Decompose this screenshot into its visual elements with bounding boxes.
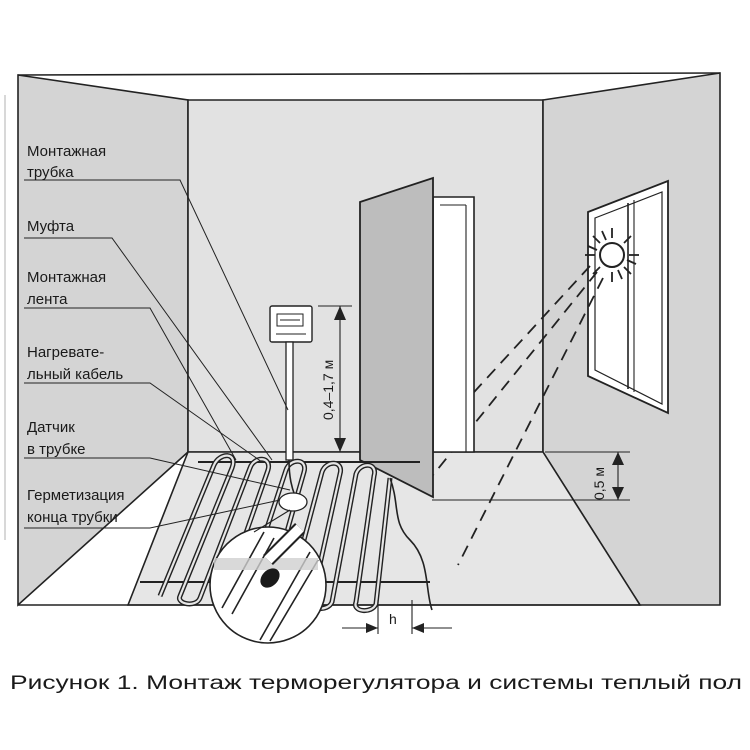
magnifier [209,509,327,644]
mounting-tube [285,341,294,461]
dimension-cable-spacing: h [342,600,452,634]
dimension-window-offset-text: 0,5 м [591,467,607,500]
sealed-tube-end [260,568,280,588]
dimension-thermostat-height: 0,4–1,7 м [318,305,352,453]
door [359,176,475,499]
label-sensor-1: Датчик [27,419,75,436]
sun-rays [429,265,604,566]
dimension-thermostat-height-text: 0,4–1,7 м [320,360,336,420]
label-sealing-1: Герметизация [27,487,125,504]
tube-end [278,492,308,512]
label-heating-cable-2: льный кабель [27,366,123,383]
label-mounting-tube-1: Монтажная [27,143,106,160]
dimension-cable-spacing-text: h [389,611,397,627]
label-mounting-tube-2: трубка [27,164,74,181]
label-sensor-2: в трубке [27,441,86,458]
sun-icon [585,228,639,282]
label-sealing-2: конца трубки [27,509,118,526]
thermostat [269,305,313,512]
label-heating-cable-1: Нагревате- [27,344,104,361]
label-mounting-tape-2: лента [27,291,68,308]
window [587,179,669,415]
leader-lines [24,179,291,529]
figure-caption: Рисунок 1. Монтаж терморегулятора и сист… [10,673,742,694]
label-mounting-tape-1: Монтажная [27,269,106,286]
dimension-window-offset: 0,5 м [432,451,630,501]
label-coupling: Муфта [27,218,75,235]
